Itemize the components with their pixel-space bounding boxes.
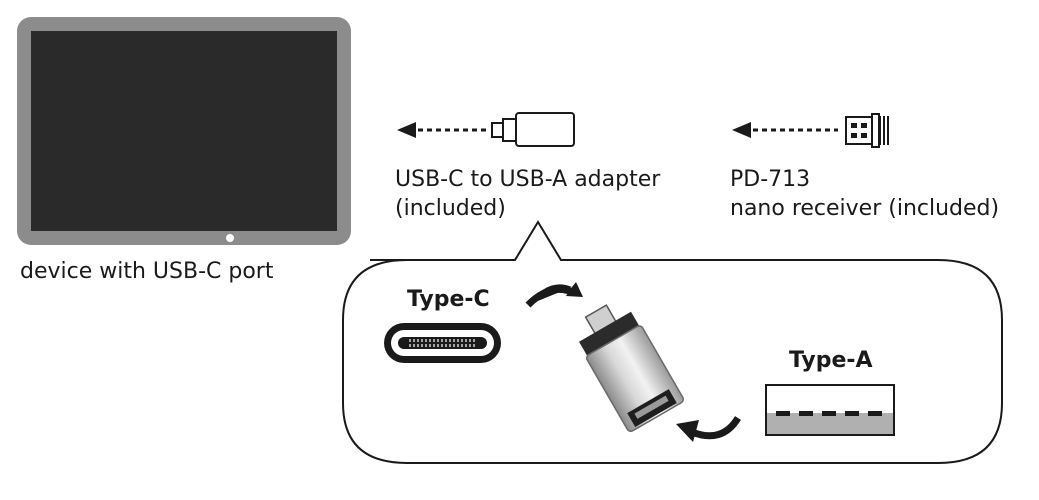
home-button-dot <box>226 234 234 242</box>
receiver-arrow <box>732 122 838 138</box>
curved-arrow-bottom <box>676 416 741 442</box>
receiver-label-line1: PD-713 <box>730 167 811 192</box>
tablet-device <box>17 17 351 245</box>
device-label: device with USB-C port <box>20 259 274 284</box>
receiver-label-line2: nano receiver (included) <box>730 196 1000 221</box>
type-a-label: Type-A <box>789 348 873 373</box>
nano-receiver-icon <box>845 113 889 148</box>
adapter-label-line1: USB-C to USB-A adapter <box>395 167 661 192</box>
type-c-port-icon <box>384 323 501 363</box>
type-c-label: Type-C <box>407 287 490 312</box>
type-a-port-icon <box>765 384 895 436</box>
tablet-screen <box>31 31 337 231</box>
adapter-illustration <box>579 304 684 433</box>
adapter-arrow <box>397 122 488 138</box>
adapter-icon <box>491 112 575 147</box>
adapter-label-line2: (included) <box>395 196 506 221</box>
curved-arrow-top <box>525 282 583 308</box>
